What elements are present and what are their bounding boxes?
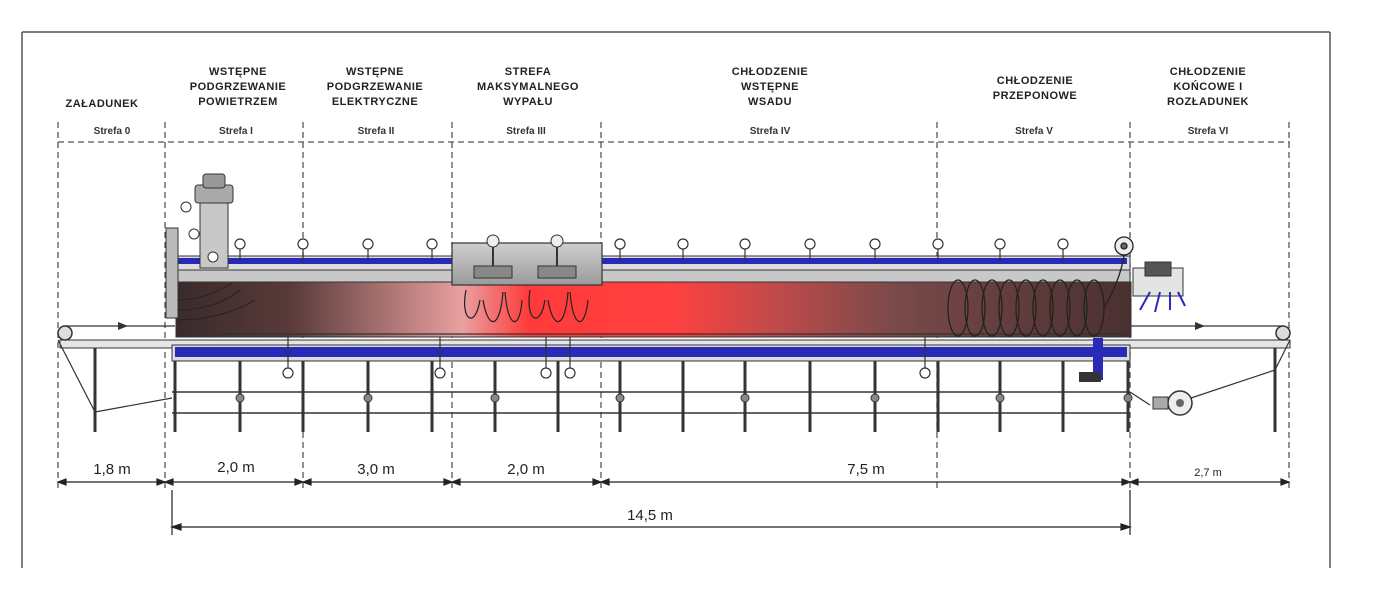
zone-2-title-line-1: PODGRZEWANIE (327, 81, 423, 93)
zone-4-title-line-1: WSTĘPNE (741, 81, 799, 93)
zone-titles: ZAŁADUNEK WSTĘPNE PODGRZEWANIE POWIETRZE… (66, 66, 1249, 110)
zone-1-title-line-2: POWIETRZEM (198, 96, 278, 108)
circulation-loops (464, 289, 589, 323)
zone-3-title-line-0: STREFA (505, 66, 551, 78)
zone-6-title-line-1: KOŃCOWE I (1173, 80, 1242, 93)
zone-6-title-line-0: CHŁODZENIE (1170, 66, 1247, 78)
zone-4-title-line-2: WSADU (748, 96, 792, 108)
dimension-zone-4-5: 7,5 m (847, 461, 885, 478)
support-frame (57, 339, 1291, 432)
dimension-zone-6: 2,7 m (1194, 467, 1222, 479)
zone-2-title-line-0: WSTĘPNE (346, 66, 404, 78)
dimension-total: 14,5 m (627, 507, 673, 524)
zone-5-title-line-1: PRZEPONOWE (993, 90, 1077, 102)
zone-1-title-line-1: PODGRZEWANIE (190, 81, 286, 93)
dimension-zone-3: 2,0 m (507, 461, 545, 478)
dimension-labels: 1,8 m 2,0 m 3,0 m 2,0 m 7,5 m 2,7 m 14,5… (93, 459, 1222, 524)
zone-4-title-line-0: CHŁODZENIE (732, 66, 809, 78)
outer-border (21, 31, 1331, 568)
zone-1-title-line-0: WSTĘPNE (209, 66, 267, 78)
zone-1-label: Strefa I (219, 126, 253, 137)
zone-3-title-line-1: MAKSYMALNEGO (477, 81, 579, 93)
dimension-zone-1: 2,0 m (217, 459, 255, 476)
conveyor-rollers (57, 322, 1291, 341)
zone-6-title-line-2: ROZŁADUNEK (1167, 96, 1249, 108)
bottom-sensors (282, 337, 931, 379)
zone-2-label: Strefa II (358, 126, 395, 137)
drive-motor (1152, 390, 1193, 416)
heating-tunnel (175, 281, 1132, 338)
zone-3-label: Strefa III (506, 126, 546, 137)
zone-4-label: Strefa IV (750, 126, 791, 137)
zone-6-label: Strefa VI (1188, 126, 1229, 137)
zone-2-title-line-2: ELEKTRYCZNE (332, 96, 418, 108)
dimension-zone-2: 3,0 m (357, 461, 395, 478)
air-preheater-stack (165, 173, 256, 321)
top-sensors (234, 238, 1069, 262)
zone-5-title-line-0: CHŁODZENIE (997, 75, 1074, 87)
unloading-unit (1079, 261, 1186, 382)
zone-0-label: Strefa 0 (94, 126, 131, 137)
zone-5-label: Strefa V (1015, 126, 1053, 137)
zone-3-title-line-2: WYPAŁU (503, 96, 553, 108)
cooling-coils (947, 236, 1134, 337)
zone-0-title-line-0: ZAŁADUNEK (66, 98, 139, 110)
dimension-zone-0: 1,8 m (93, 461, 131, 478)
firing-zone-hood (451, 234, 603, 286)
dimension-lines (56, 478, 1291, 535)
zone-labels: Strefa 0 Strefa I Strefa II Strefa III S… (94, 126, 1229, 137)
